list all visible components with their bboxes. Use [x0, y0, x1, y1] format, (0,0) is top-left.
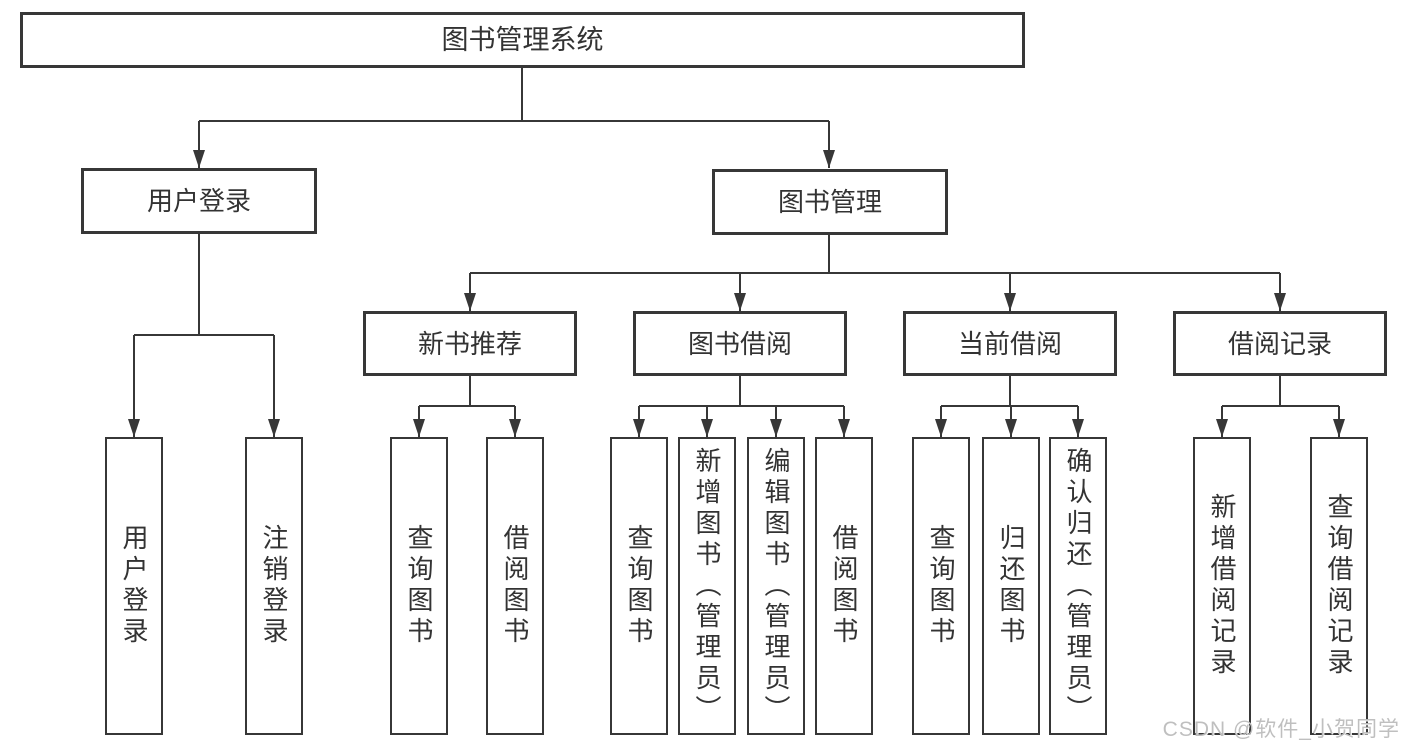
leaf-add-borrow-record: 新增借阅记录 [1193, 437, 1251, 735]
node-borrow-records: 借阅记录 [1173, 311, 1387, 376]
leaf-borrow-books: 借阅图书 [815, 437, 873, 735]
node-borrow-records-label: 借阅记录 [1227, 328, 1332, 359]
node-new-book-recommend: 新书推荐 [363, 311, 577, 376]
leaf-query-books-current-label: 查询图书 [926, 524, 956, 648]
leaf-borrow-books-recommend-label: 借阅图书 [500, 524, 530, 648]
leaf-query-books-borrow: 查询图书 [610, 437, 668, 735]
node-book-borrow: 图书借阅 [633, 311, 847, 376]
leaf-query-books-recommend-label: 查询图书 [404, 524, 434, 648]
leaf-add-borrow-record-label: 新增借阅记录 [1207, 493, 1237, 679]
leaf-user-login: 用户登录 [105, 437, 163, 735]
node-book-borrow-label: 图书借阅 [687, 328, 792, 359]
leaf-confirm-return-admin: 确认归还（管理员） [1049, 437, 1107, 735]
node-book-management-label: 图书管理 [777, 187, 882, 217]
leaf-borrow-books-label: 借阅图书 [829, 524, 859, 648]
leaf-edit-book-admin: 编辑图书（管理员） [747, 437, 805, 735]
leaf-logout: 注销登录 [245, 437, 303, 735]
node-root-label: 图书管理系统 [441, 24, 604, 55]
watermark: CSDN @软件_小贺同学 [1162, 718, 1400, 741]
node-root: 图书管理系统 [20, 12, 1025, 68]
node-current-borrow: 当前借阅 [903, 311, 1117, 376]
leaf-query-books-current: 查询图书 [912, 437, 970, 735]
leaf-logout-label: 注销登录 [259, 524, 289, 648]
leaf-return-books: 归还图书 [982, 437, 1040, 735]
leaf-confirm-return-admin-label: 确认归还（管理员） [1063, 446, 1093, 726]
leaf-query-borrow-record-label: 查询借阅记录 [1324, 493, 1354, 679]
node-user-login: 用户登录 [81, 168, 317, 234]
leaf-query-books-recommend: 查询图书 [390, 437, 448, 735]
node-new-book-recommend-label: 新书推荐 [417, 328, 522, 359]
node-current-borrow-label: 当前借阅 [957, 328, 1062, 359]
leaf-return-books-label: 归还图书 [996, 524, 1026, 648]
leaf-edit-book-admin-label: 编辑图书（管理员） [761, 446, 791, 726]
leaf-user-login-label: 用户登录 [119, 524, 149, 648]
leaf-query-books-borrow-label: 查询图书 [624, 524, 654, 648]
leaf-add-book-admin: 新增图书（管理员） [678, 437, 736, 735]
leaf-query-borrow-record: 查询借阅记录 [1310, 437, 1368, 735]
leaf-borrow-books-recommend: 借阅图书 [486, 437, 544, 735]
node-book-management: 图书管理 [712, 169, 948, 235]
node-user-login-label: 用户登录 [146, 186, 251, 216]
leaf-add-book-admin-label: 新增图书（管理员） [692, 446, 722, 726]
